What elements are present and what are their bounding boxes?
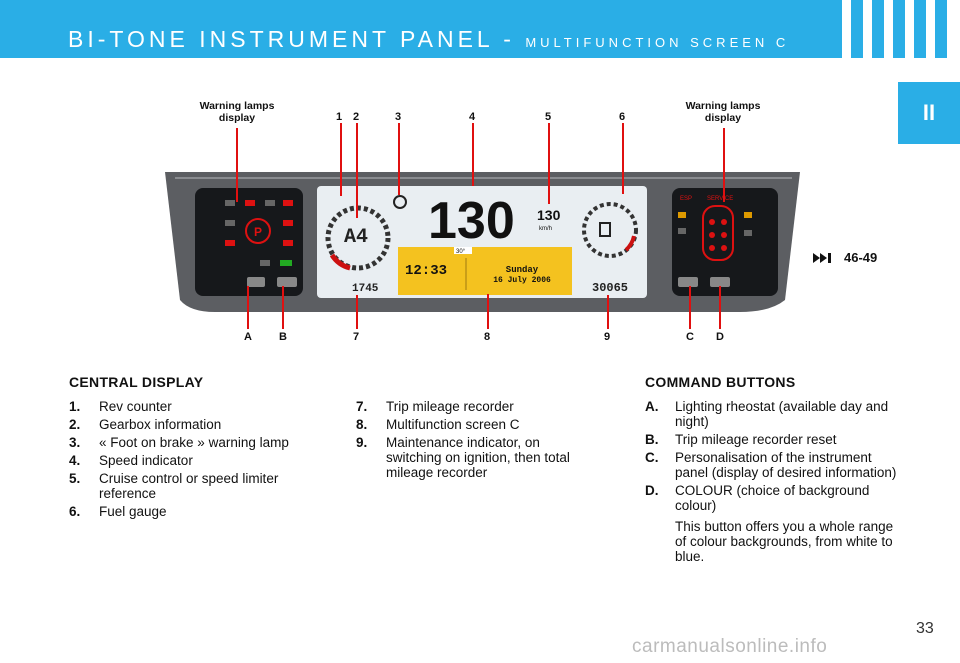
callout-C: C (686, 331, 694, 343)
command-buttons-title: COMMAND BUTTONS (645, 374, 796, 390)
speed-display: 130 (428, 192, 515, 250)
button-A (247, 277, 265, 287)
page-title: BI-TONE INSTRUMENT PANEL - MULTIFUNCTION… (68, 26, 789, 53)
callout-A: A (244, 331, 252, 343)
list-item: 4.Speed indicator (69, 453, 193, 468)
header-stripe (947, 0, 960, 58)
title-main: BI-TONE INSTRUMENT PANEL - (68, 26, 526, 52)
temperature-display: 30° (456, 249, 466, 255)
list-item: C.Personalisation of the instrument pane… (645, 450, 897, 480)
left-warning-lamps-label: Warning lamps display (199, 100, 275, 124)
callout-D: D (716, 331, 724, 343)
header-stripe (926, 0, 935, 58)
left-warning-module (195, 188, 303, 296)
list-item: 9.Maintenance indicator, on switching on… (356, 435, 570, 480)
fuel-pump-icon (599, 222, 611, 237)
callout-6: 6 (619, 111, 626, 123)
button-D (710, 277, 730, 287)
list-item: A.Lighting rheostat (available day and n… (645, 399, 889, 429)
svg-text:P: P (254, 225, 262, 239)
right-warning-lamps-label: Warning lamps display (685, 100, 761, 124)
fast-forward-icon (813, 252, 831, 263)
title-sub: MULTIFUNCTION SCREEN C (525, 35, 790, 50)
header-stripe (863, 0, 872, 58)
foot-on-brake-icon (393, 195, 407, 209)
chapter-tab: II (898, 82, 960, 144)
limiter-speed: 130 (537, 207, 561, 223)
time-display: 12:33 (405, 263, 447, 279)
button-B (277, 277, 297, 287)
button-C (678, 277, 698, 287)
instrument-panel-diagram: Warning lamps display Warning lamps disp… (0, 90, 960, 350)
reference-pages: 46-49 (844, 250, 878, 265)
page-reference: 46-49 (812, 250, 877, 265)
callout-1: 1 (336, 111, 343, 123)
total-display: 30065 (592, 281, 628, 295)
colour-button-note: This button offers you a whole range of … (675, 519, 894, 564)
page-header: BI-TONE INSTRUMENT PANEL - MULTIFUNCTION… (0, 0, 960, 58)
callout-lines (236, 123, 725, 329)
header-stripe (842, 0, 851, 58)
callout-B: B (279, 331, 287, 343)
service-label: SERVICE (707, 196, 733, 202)
callout-9: 9 (604, 331, 611, 343)
page-number: 33 (916, 620, 934, 637)
display-list-continued: 7.Trip mileage recorder 8.Multifunction … (356, 399, 581, 483)
list-item: 8.Multifunction screen C (356, 417, 520, 432)
command-buttons-list: A.Lighting rheostat (available day and n… (645, 399, 900, 567)
list-item: 1.Rev counter (69, 399, 172, 414)
trip-display: 1745 (352, 283, 379, 295)
list-item: 2.Gearbox information (69, 417, 222, 432)
multifunction-screen (398, 247, 572, 295)
list-item: 3.« Foot on brake » warning lamp (69, 435, 289, 450)
callout-7: 7 (353, 331, 360, 343)
limiter-unit: km/h (539, 226, 552, 232)
list-item: 7.Trip mileage recorder (356, 399, 514, 414)
header-stripe (905, 0, 914, 58)
fuel-gauge (582, 202, 638, 258)
header-stripe (884, 0, 893, 58)
callout-8: 8 (484, 331, 491, 343)
list-item: B.Trip mileage recorder reset (645, 432, 837, 447)
central-display-list: 1.Rev counter 2.Gearbox information 3.« … (69, 399, 304, 522)
instrument-panel-illustration: P A4 130 130 km/h 30° 12:33 Sunday 16 Ju… (165, 123, 800, 329)
handbrake-icon (245, 218, 271, 244)
callout-5: 5 (545, 111, 552, 123)
list-item: 5.Cruise control or speed limiter refere… (69, 471, 279, 501)
door-open-icon (702, 205, 734, 261)
list-item: 6.Fuel gauge (69, 504, 167, 519)
callout-3: 3 (395, 111, 402, 123)
list-item: D.COLOUR (choice of background colour) T… (645, 483, 900, 564)
callout-2: 2 (353, 111, 360, 123)
date-display: 16 July 2006 (493, 276, 551, 285)
central-display-title: CENTRAL DISPLAY (69, 374, 204, 390)
day-display: Sunday (506, 265, 539, 275)
gear-display: A4 (344, 226, 368, 249)
watermark: carmanualsonline.info (632, 636, 828, 657)
callout-4: 4 (469, 111, 476, 123)
esp-label: ESP (680, 196, 692, 202)
